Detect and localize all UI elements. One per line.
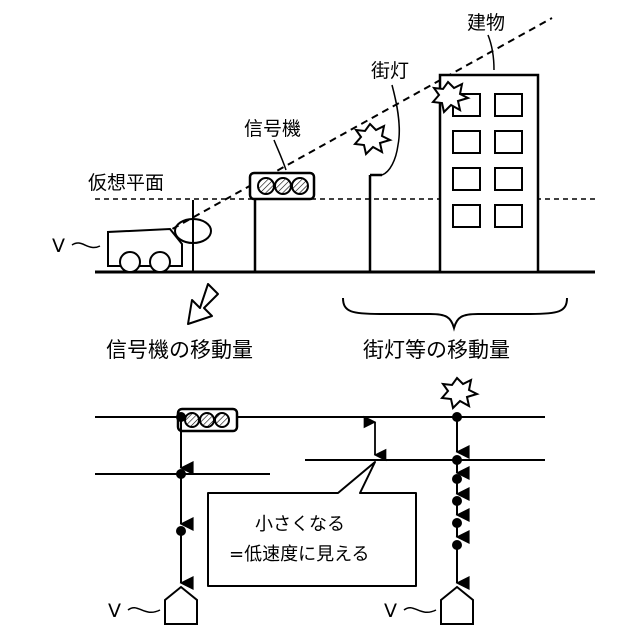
signal-movement-label: 信号機の移動量	[106, 338, 253, 362]
streetlight-label: 街灯	[371, 60, 409, 82]
bottom-diagram: V V 小さくなる =低速度に見える	[95, 378, 545, 624]
vehicle-label: V	[52, 235, 65, 257]
movement-arrow-icon	[188, 284, 218, 324]
left-vehicle-label: V	[108, 600, 121, 622]
signal-label: 信号機	[244, 118, 301, 140]
top-diagram: 仮想平面 V 信号機 街灯	[52, 12, 595, 362]
vehicle-leader-line	[72, 243, 100, 248]
vehicle-icon	[108, 229, 182, 272]
callout-line2: =低速度に見える	[229, 544, 370, 565]
movement-brace	[343, 298, 567, 328]
streetlight-movement-label: 街灯等の移動量	[363, 338, 510, 362]
left-vehicle-leader-line	[128, 608, 160, 613]
building-label: 建物	[467, 12, 505, 34]
streetlight-leader-line	[382, 85, 399, 175]
right-vehicle-leader-line	[404, 608, 436, 613]
signal-leader-line	[274, 140, 286, 170]
virtual-plane-label: 仮想平面	[88, 172, 164, 194]
streetlight-track	[441, 378, 477, 624]
callout-line1: 小さくなる	[255, 514, 345, 535]
right-vehicle-label: V	[384, 600, 397, 622]
traffic-signal-icon	[250, 173, 314, 272]
building-icon	[433, 75, 538, 272]
streetlight-icon	[355, 124, 390, 272]
